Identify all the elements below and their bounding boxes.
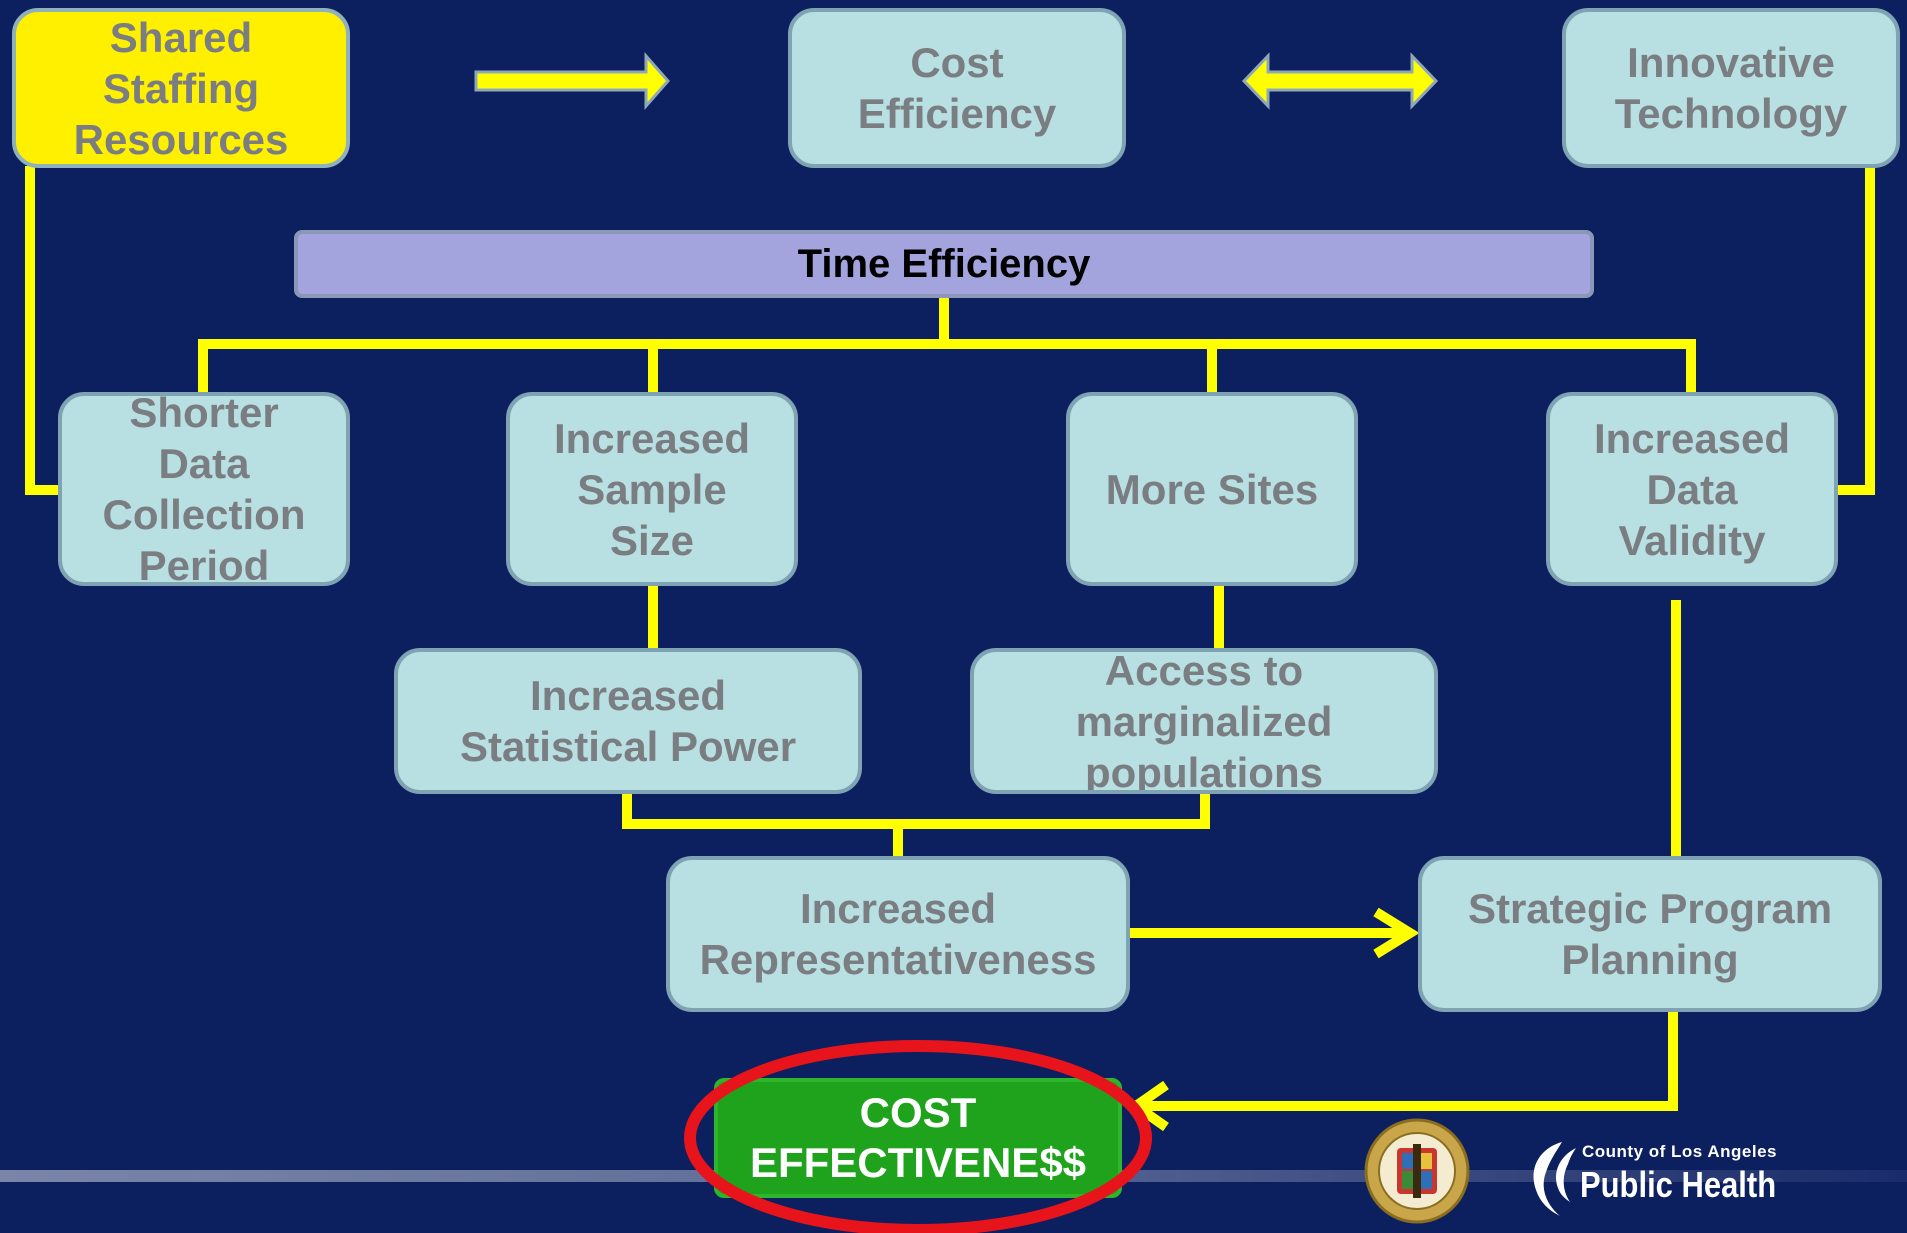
node-time-efficiency: Time Efficiency — [294, 230, 1594, 298]
connector-staffing-to-shorter-period — [25, 166, 60, 495]
public-health-logo: County of Los Angeles Public Health — [1522, 1138, 1792, 1218]
county-seal-logo — [1364, 1118, 1470, 1224]
node-cost-efficiency: Cost Efficiency — [788, 8, 1126, 168]
node-shared-staffing-resources: Shared Staffing Resources — [12, 8, 350, 168]
node-innovative-technology: Innovative Technology — [1562, 8, 1900, 168]
node-increased-statistical-power: Increased Statistical Power — [394, 648, 862, 794]
block-arrow-staffing-to-cost — [474, 52, 670, 110]
node-cost-effectiveness: COST EFFECTIVENE$$ — [714, 1078, 1122, 1198]
public-health-text: Public Health — [1580, 1164, 1777, 1205]
county-name-text: County of Los Angeles — [1582, 1142, 1777, 1161]
public-health-swoosh-icon — [1533, 1142, 1576, 1216]
connector-planning-to-cost — [1142, 1012, 1678, 1111]
double-arrow-cost-technology — [1241, 52, 1439, 110]
node-access-to-marginalized-populations: Access to marginalized populations — [970, 648, 1438, 794]
arrowhead-planning — [1373, 907, 1420, 959]
node-increased-representativeness: Increased Representativeness — [666, 856, 1130, 1012]
node-shorter-data-collection-period: Shorter Data Collection Period — [58, 392, 350, 586]
connector-technology-to-validity — [1836, 166, 1875, 495]
node-strategic-program-planning: Strategic Program Planning — [1418, 856, 1882, 1012]
connector-power-marginalized-join — [622, 792, 1210, 829]
node-increased-sample-size: Increased Sample Size — [506, 392, 798, 586]
node-more-sites: More Sites — [1066, 392, 1358, 586]
node-increased-data-validity: Increased Data Validity — [1546, 392, 1838, 586]
